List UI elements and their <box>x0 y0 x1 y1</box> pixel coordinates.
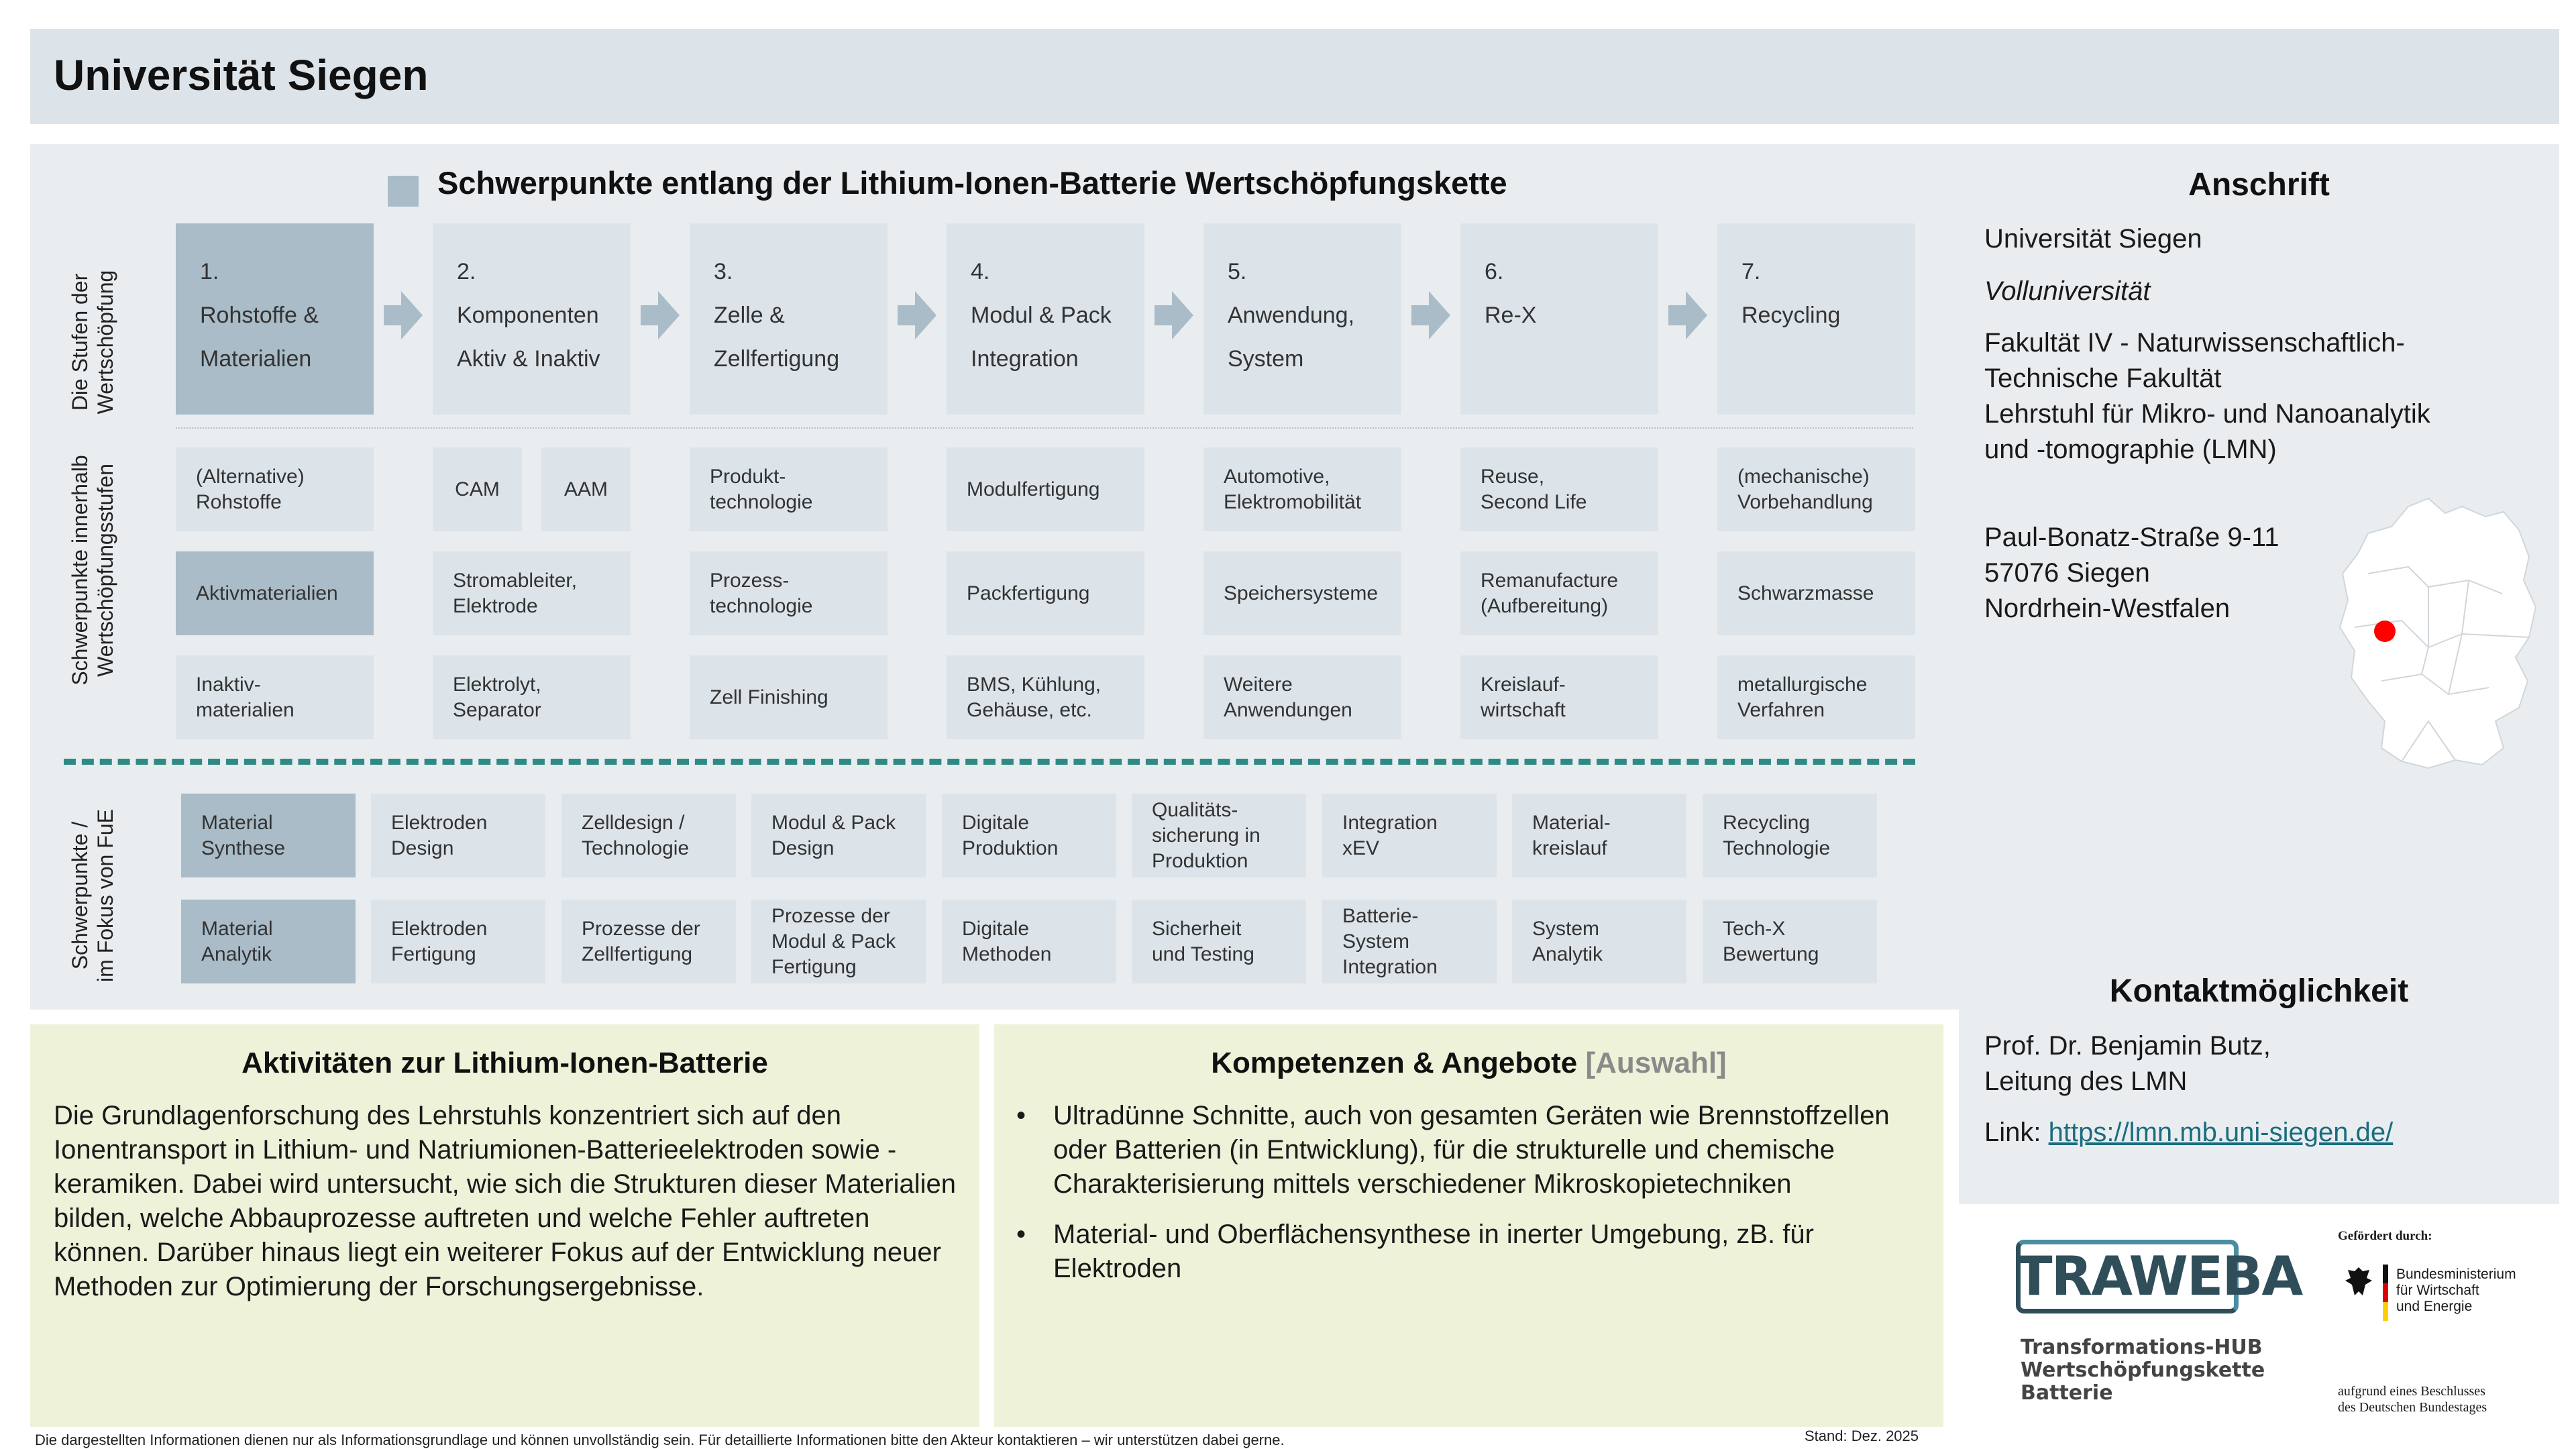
traweba-logo-text: TRAWEBA <box>2016 1245 2303 1307</box>
focus-cell: Inaktiv- materialien <box>176 655 374 739</box>
focus-cell: Remanufacture (Aufbereitung) <box>1460 551 1658 635</box>
focus-cell: metallurgische Verfahren <box>1717 655 1915 739</box>
funded-by: Gefördert durch: <box>2338 1229 2432 1243</box>
address-street: Paul-Bonatz-Straße 9-11 <box>1984 523 2279 552</box>
title-square-icon <box>388 176 419 207</box>
focus-cell: Zell Finishing <box>690 655 888 739</box>
focus-cell: (Alternative) Rohstoffe <box>176 447 374 531</box>
stand-date: Stand: Dez. 2025 <box>1805 1428 1919 1444</box>
competences-title: Kompetenzen & Angebote [Auswahl] <box>1211 1046 1727 1079</box>
contact-link[interactable]: https://lmn.mb.uni-siegen.de/ <box>2048 1118 2394 1147</box>
activities-box <box>30 1024 979 1427</box>
stage-7: 7.Recycling <box>1717 223 1915 415</box>
rnd-cell: Digitale Methoden <box>942 900 1116 983</box>
focus-cell: Packfertigung <box>947 551 1144 635</box>
list-item: •Material- und Oberflächensynthese in in… <box>1016 1220 1814 1283</box>
address-title: Anschrift <box>2188 167 2330 203</box>
rnd-cell: Material- kreislauf <box>1512 794 1686 877</box>
focus-cell: Kreislauf- wirtschaft <box>1460 655 1658 739</box>
label-rnd: Schwerpunkte /im Fokus von FuE <box>68 809 117 982</box>
divider-dotted <box>176 427 1913 429</box>
focus-cell: Weitere Anwendungen <box>1203 655 1401 739</box>
rnd-cell: Elektroden Fertigung <box>371 900 545 983</box>
rnd-cell: Batterie- System Integration <box>1322 900 1497 983</box>
contact-link-row: Link: https://lmn.mb.uni-siegen.de/ <box>1984 1118 2394 1147</box>
location-marker-icon <box>2374 621 2396 642</box>
rnd-cell: Elektroden Design <box>371 794 545 877</box>
rnd-cell: Integration xEV <box>1322 794 1497 877</box>
activities-text: Die Grundlagenforschung des Lehrstuhls k… <box>54 1101 957 1301</box>
logo-area <box>1959 1204 2559 1449</box>
rnd-cell: Prozesse der Zellfertigung <box>561 900 736 983</box>
contact-role: Leitung des LMN <box>1984 1067 2188 1096</box>
competences-list: •Ultradünne Schnitte, auch von gesamten … <box>1016 1099 1922 1286</box>
focus-cell: Speichersysteme <box>1203 551 1401 635</box>
rnd-cell: Modul & Pack Design <box>751 794 926 877</box>
rnd-cell: Prozesse der Modul & Pack Fertigung <box>751 900 926 983</box>
competences-box <box>994 1024 1943 1427</box>
contact-person: Prof. Dr. Benjamin Butz, <box>1984 1031 2271 1061</box>
focus-cell: Reuse, Second Life <box>1460 447 1658 531</box>
focus-cell: Schwarzmasse <box>1717 551 1915 635</box>
germany-map-icon <box>2339 497 2537 769</box>
rnd-cell: System Analytik <box>1512 900 1686 983</box>
focus-cell: Produkt- technologie <box>690 447 888 531</box>
focus-cell: Prozess- technologie <box>690 551 888 635</box>
address-state: Nordrhein-Westfalen <box>1984 594 2231 623</box>
address-faculty: Fakultät IV - Naturwissenschaftlich- Tec… <box>1984 328 2430 464</box>
list-item: •Ultradünne Schnitte, auch von gesamten … <box>1016 1101 1890 1199</box>
address-name: Universität Siegen <box>1984 224 2202 254</box>
traweba-subtitle: Transformations-HUB Wertschöpfungskette … <box>2021 1336 2265 1405</box>
rnd-cell: Digitale Produktion <box>942 794 1116 877</box>
focus-cell-cam: CAM <box>433 447 522 531</box>
divider-dashed <box>64 759 1915 765</box>
address-city: 57076 Siegen <box>1984 558 2150 588</box>
disclaimer: Die dargestellten Informationen dienen n… <box>35 1432 1285 1448</box>
stage-5: 5.Anwendung,System <box>1203 223 1401 415</box>
address-type: Volluniversität <box>1984 276 2151 306</box>
contact-title: Kontaktmöglichkeit <box>2109 973 2409 1009</box>
focus-cell-aam: AAM <box>541 447 631 531</box>
rnd-cell: Recycling Technologie <box>1703 794 1877 877</box>
focus-cell: Automotive, Elektromobilität <box>1203 447 1401 531</box>
page-title: Universität Siegen <box>54 51 429 99</box>
rnd-cell: Material Analytik <box>181 900 356 983</box>
federal-eagle-icon <box>2345 1267 2372 1295</box>
focus-cell: Stromableiter, Elektrode <box>433 551 631 635</box>
focus-cell: (mechanische) Vorbehandlung <box>1717 447 1915 531</box>
activities-title: Aktivitäten zur Lithium-Ionen-Batterie <box>241 1046 768 1079</box>
focus-cell: Elektrolyt, Separator <box>433 655 631 739</box>
flag-black <box>2383 1265 2388 1283</box>
rnd-cell: Qualitäts- sicherung in Produktion <box>1132 794 1306 877</box>
rnd-cell: Material Synthese <box>181 794 356 877</box>
rnd-cell: Zelldesign / Technologie <box>561 794 736 877</box>
bundestag-note: aufgrund eines Beschlusses des Deutschen… <box>2338 1384 2487 1415</box>
flag-red <box>2383 1283 2388 1302</box>
ministry-name: Bundesministerium für Wirtschaft und Ene… <box>2396 1267 2516 1314</box>
value-chain-title: Schwerpunkte entlang der Lithium-Ionen-B… <box>437 165 1507 201</box>
focus-cell: BMS, Kühlung, Gehäuse, etc. <box>947 655 1144 739</box>
focus-cell: Aktivmaterialien <box>176 551 374 635</box>
rnd-cell: Tech-X Bewertung <box>1703 900 1877 983</box>
header-bar <box>30 29 2559 124</box>
stage-1: 1.Rohstoffe &Materialien <box>176 223 374 415</box>
stage-6: 6.Re-X <box>1460 223 1658 415</box>
focus-cell: Modulfertigung <box>947 447 1144 531</box>
stage-3: 3.Zelle &Zellfertigung <box>690 223 888 415</box>
traweba-logo <box>2016 1240 2239 1313</box>
flag-gold <box>2383 1302 2388 1321</box>
rnd-cell: Sicherheit und Testing <box>1132 900 1306 983</box>
